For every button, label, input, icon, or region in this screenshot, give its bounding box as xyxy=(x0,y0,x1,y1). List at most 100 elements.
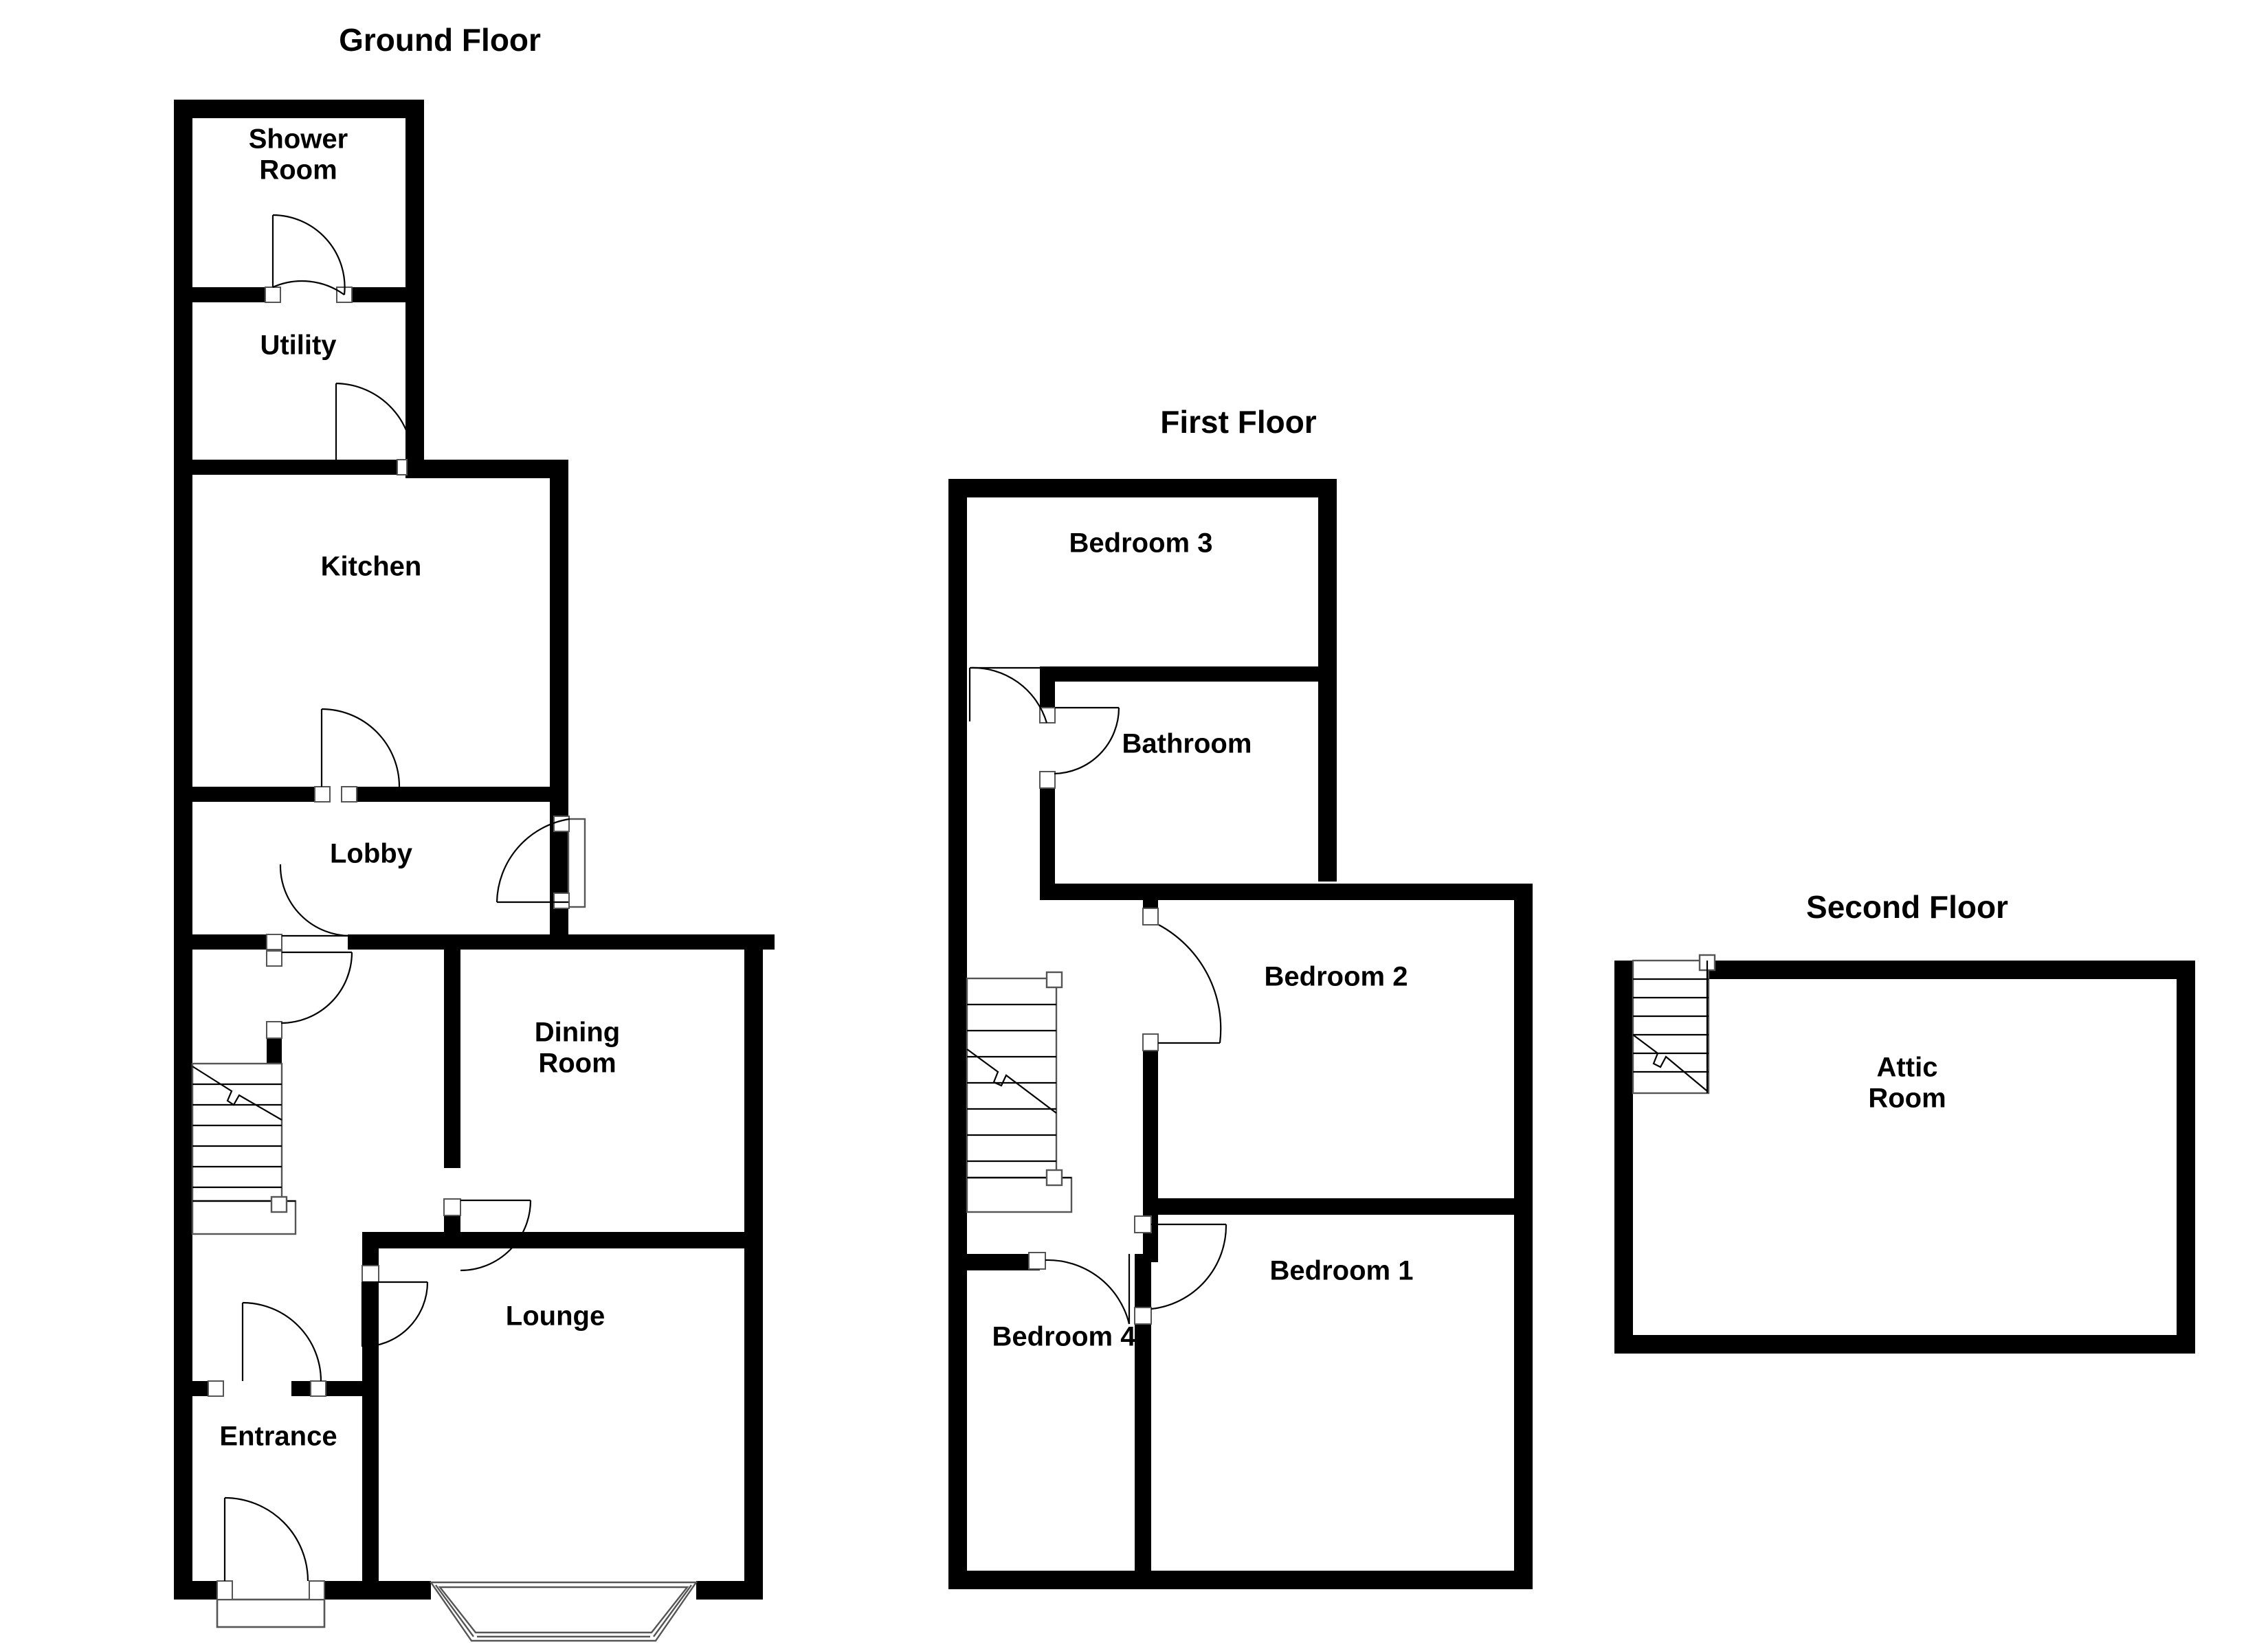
door-jamb xyxy=(1134,1215,1152,1233)
wall-segment xyxy=(1614,1335,2195,1354)
door-swing-arc xyxy=(362,1281,429,1348)
wall-segment xyxy=(444,1215,460,1232)
wall-segment xyxy=(550,460,568,949)
door-swing-arc xyxy=(969,666,1048,723)
door-jamb xyxy=(362,1265,379,1283)
wall-segment xyxy=(1614,961,1633,1354)
door-jamb xyxy=(443,1198,461,1216)
door-swing-arc xyxy=(280,952,353,1024)
wall-segment xyxy=(174,1381,211,1396)
wall-segment xyxy=(1040,666,1055,709)
door-swing-arc xyxy=(321,708,401,787)
door-jamb xyxy=(1142,1033,1159,1051)
door-jamb xyxy=(397,459,408,475)
room-label-attic-room: Attic xyxy=(1877,1053,1938,1083)
wall-segment xyxy=(948,1571,1533,1589)
wall-segment xyxy=(174,934,267,950)
door-jamb xyxy=(266,950,282,967)
wall-segment xyxy=(948,479,967,1589)
wall-segment xyxy=(362,1248,379,1600)
door-jamb xyxy=(309,1580,325,1600)
wall-segment xyxy=(1143,1049,1158,1262)
wall-segment xyxy=(291,1381,362,1396)
bay-window-inner xyxy=(438,1586,689,1634)
room-label-entrance: Entrance xyxy=(219,1422,337,1452)
wall-segment xyxy=(1040,666,1337,682)
wall-segment xyxy=(192,287,267,302)
second-floor-staircase xyxy=(1632,954,1716,1095)
wall-segment xyxy=(342,287,424,302)
room-label-bedroom-1: Bedroom 1 xyxy=(1270,1256,1414,1286)
wall-segment xyxy=(362,1232,744,1248)
wall-segment xyxy=(1040,789,1055,899)
door-jamb xyxy=(1039,771,1056,789)
door-jamb xyxy=(1028,1252,1046,1270)
door-jamb xyxy=(265,287,281,303)
first-floor-doors xyxy=(968,666,1227,1325)
door-jamb xyxy=(310,1380,326,1397)
wall-segment xyxy=(405,460,568,478)
room-label-lobby: Lobby xyxy=(330,839,413,869)
ground-floor-group: Ground Floor Shower Room Utility Kitchen… xyxy=(174,22,775,1642)
door-jamb xyxy=(1039,707,1056,723)
door-jamb xyxy=(553,816,570,832)
ground-floor-labels: Ground Floor Shower Room Utility Kitchen… xyxy=(219,22,620,1451)
room-label-bathroom: Bathroom xyxy=(1122,729,1252,759)
wall-segment xyxy=(1135,1254,1151,1589)
door-swing-arc xyxy=(1158,924,1222,1044)
floor-title-ground: Ground Floor xyxy=(339,22,541,58)
door-swing-arc xyxy=(224,1496,309,1582)
wall-segment xyxy=(348,787,550,802)
external-door-frame xyxy=(567,818,586,908)
ground-floor-staircase xyxy=(191,1062,297,1235)
wall-segment xyxy=(948,1254,1040,1270)
wall-segment xyxy=(1318,884,1533,900)
wall-segment xyxy=(696,1581,763,1600)
room-label-bedroom-4: Bedroom 4 xyxy=(992,1322,1137,1352)
door-jamb xyxy=(314,786,331,803)
wall-segment xyxy=(1040,884,1337,900)
door-jamb xyxy=(266,934,282,950)
door-jamb xyxy=(553,893,570,909)
ground-floor-walls xyxy=(174,100,775,1600)
room-label-dining-room-2: Room xyxy=(538,1048,616,1079)
stair-outline xyxy=(191,1062,283,1202)
room-label-shower-room-2: Room xyxy=(259,155,337,186)
wall-segment xyxy=(1158,1198,1514,1215)
door-jamb xyxy=(1142,908,1159,926)
door-swing-arc xyxy=(1150,1224,1227,1310)
second-floor-walls xyxy=(1614,961,2195,1354)
wall-segment xyxy=(174,1581,217,1600)
second-floor-group: Second Floor Attic Room xyxy=(1614,889,2195,1354)
door-jamb xyxy=(266,1021,282,1039)
stair-outline xyxy=(966,977,1058,1179)
stair-newel xyxy=(1045,1169,1063,1187)
stair-outline xyxy=(1632,959,1710,1095)
wall-segment xyxy=(1514,884,1533,1589)
floor-title-second: Second Floor xyxy=(1806,889,2008,925)
first-floor-walls xyxy=(948,479,1533,1589)
first-floor-staircase xyxy=(966,971,1073,1213)
wall-segment xyxy=(174,460,404,475)
ground-floor-doors xyxy=(208,214,586,1628)
wall-segment xyxy=(2177,961,2195,1354)
door-jamb xyxy=(1134,1307,1152,1325)
door-jamb xyxy=(216,1580,233,1600)
door-swing-arc xyxy=(335,382,414,467)
room-label-lounge: Lounge xyxy=(506,1301,605,1332)
wall-segment xyxy=(174,100,424,118)
stair-break-arrow xyxy=(192,1066,282,1121)
wall-segment xyxy=(324,1581,431,1600)
room-label-bedroom-2: Bedroom 2 xyxy=(1265,962,1408,992)
wall-segment xyxy=(174,100,192,1600)
door-jamb xyxy=(341,786,357,803)
bay-window-pane xyxy=(435,1584,474,1637)
door-swing-arc xyxy=(272,214,346,295)
door-swing-arc xyxy=(279,864,353,937)
wall-segment xyxy=(1143,884,1158,910)
first-floor-group: First Floor Bedroom 3 Bathroom Bedroom 2… xyxy=(948,404,1533,1589)
wall-segment xyxy=(174,787,318,802)
room-label-attic-room-2: Room xyxy=(1868,1084,1946,1114)
